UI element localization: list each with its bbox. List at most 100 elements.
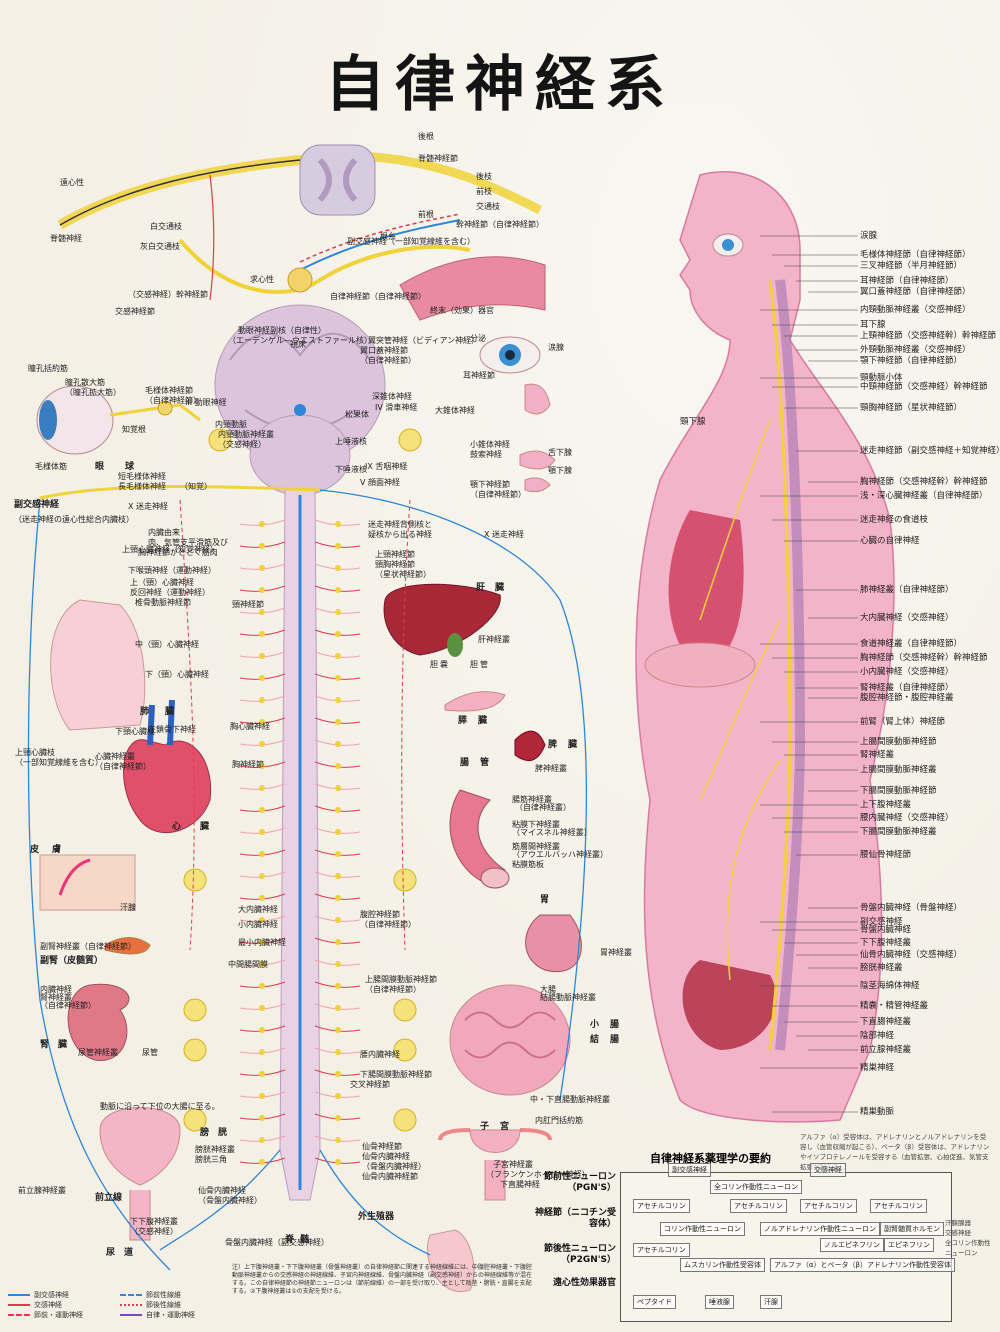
brain-region-label: IX 舌咽神経 — [365, 462, 407, 472]
summary-cell: 全コリン作動性ニューロン — [710, 1180, 802, 1194]
body-nerve-label: 上頸神経節（交感神経幹）幹神経節 — [860, 331, 996, 341]
brain-region-label: 迷走神経背側核と — [368, 520, 432, 530]
eye-region-label: 毛様体神経節 — [145, 386, 193, 396]
brain-region-label: 深錐体神経 — [372, 392, 412, 402]
eye-region-label: （知覚） — [180, 482, 212, 492]
sympathetic-ganglion — [259, 741, 265, 747]
eye-region-label: 球 — [125, 462, 134, 472]
eye-region-label: 短毛様体神経 — [118, 472, 166, 482]
center-nerve-label: （自律神経節） — [365, 985, 421, 995]
liver-illustration — [384, 584, 500, 657]
left-organ-label: （自律神経節） — [40, 1001, 96, 1011]
right-organ-label: 内肛門括約筋 — [535, 1116, 583, 1126]
summary-cell: アセチルコリン — [633, 1243, 690, 1257]
left-organ-label: 尿管 — [142, 1048, 158, 1058]
intestine-section-illustration — [450, 790, 509, 888]
sympathetic-ganglion — [335, 653, 341, 659]
sympathetic-ganglion — [335, 1005, 341, 1011]
left-organ-label: 仙骨内臓神経 — [198, 1186, 246, 1196]
center-nerve-label: 交叉神経節 — [350, 1080, 390, 1090]
center-nerve-label: 最小内臓神経 — [238, 938, 286, 948]
body-nerve-label: 耳下腺 — [860, 320, 886, 330]
sympathetic-ganglion — [259, 873, 265, 879]
top-section-label: 後根 — [418, 132, 434, 142]
body-nerve-label: 胸神経節（交感神経幹）幹神経節 — [860, 653, 988, 663]
sympathetic-ganglion — [335, 719, 341, 725]
right-organ-label: 頸胸神経節 — [375, 560, 415, 570]
sympathetic-ganglion — [335, 565, 341, 571]
right-organ-label: 胆 — [470, 660, 478, 670]
autonomic-plexus-ganglion — [394, 1109, 416, 1131]
top-section-label: 求心性 — [250, 275, 274, 285]
sympathetic-ganglion — [259, 1137, 265, 1143]
top-section-label: 幹神経節（自律神経節） — [456, 220, 544, 230]
right-organ-label: 胆 — [430, 660, 438, 670]
legend-label: 節後性線維 — [146, 1301, 181, 1309]
right-organ-label: 臓 — [478, 716, 487, 726]
sympathetic-ganglion — [335, 785, 341, 791]
sympathetic-ganglion — [335, 587, 341, 593]
body-nerve-label: 毛様体神経節（自律神経節） — [860, 250, 971, 260]
left-organ-label: 上頸心臓神経（知覚神経） — [122, 545, 218, 555]
right-organ-label: 結 — [590, 1035, 599, 1045]
body-nerve-label: 食道神経叢（自律神経節） — [860, 639, 962, 649]
body-nerve-label: 涙腺 — [860, 231, 877, 241]
body-nerve-label: 腹腔神経節・腹腔神経叢 — [860, 693, 954, 703]
right-organ-label: 胃神経叢 — [600, 948, 632, 958]
center-nerve-label: X 迷走神経 — [484, 530, 524, 540]
summary-cell: ノルエピネフリン — [820, 1238, 884, 1252]
legend-swatch — [8, 1304, 30, 1306]
left-organ-label: 皮 — [30, 845, 39, 855]
body-nerve-label: 浅・深心臓神経叢（自律神経節） — [860, 491, 988, 501]
body-nerve-label: 心臓の自律神経 — [860, 536, 920, 546]
brain-region-label: （自律神経節） — [470, 490, 526, 500]
body-nerve-label: 下腸間膜動脈神経節 — [860, 786, 937, 796]
body-nerve-label: 小内臓神経（交感神経） — [860, 667, 954, 677]
left-organ-label: 内臓由来 — [148, 528, 180, 538]
body-nerve-label: 陰部神経 — [860, 1031, 894, 1041]
sympathetic-ganglion — [335, 1159, 341, 1165]
summary-side-note: ニューロン — [945, 1248, 978, 1258]
summary-cell: コリン作動性ニューロン — [660, 1222, 745, 1236]
right-organ-label: 腹腔神経節 — [360, 910, 400, 920]
eye-region-label: 内頸動脈 — [215, 420, 247, 430]
eye-region-label: 眼 — [95, 462, 104, 472]
summary-side-note: 汗腺腺器 — [945, 1218, 971, 1228]
top-section-label: 動眼神経副核（自律性） — [238, 326, 326, 336]
body-nerve-label: 腰仙骨神経節 — [860, 850, 911, 860]
summary-cell: ペプタイド — [633, 1295, 676, 1309]
body-nerve-label: 外頸動脈神経叢（交感神経） — [860, 345, 971, 355]
brain-region-label: 視床 — [290, 340, 306, 350]
legend-label: 副交感神経 — [34, 1291, 69, 1299]
body-nerve-label: 下腸間膜動脈神経叢 — [860, 827, 937, 837]
center-nerve-label: 大内臓神経 — [238, 905, 278, 915]
left-organ-label: （骨盤内臓神経） — [198, 1196, 262, 1206]
body-nerve-label: 仙骨内臓神経（交感神経） — [860, 950, 962, 960]
brain-region-label: 鼓索神経 — [470, 450, 502, 460]
pancreas-illustration — [445, 692, 545, 761]
summary-row-label: 節前性ニューロン（PGN'S） — [532, 1172, 616, 1194]
left-organ-label: （迷走神経の遠心性総合内臓枝） — [14, 515, 134, 525]
body-nerve-label: 顎下神経節（自律神経節） — [860, 356, 962, 366]
sympathetic-ganglion — [259, 1027, 265, 1033]
body-nerve-label: 腰内臓神経（交感神経） — [860, 813, 954, 823]
stomach-illustration — [526, 915, 582, 972]
autonomic-plexus-ganglion — [184, 1039, 206, 1061]
sympathetic-ganglion — [259, 675, 265, 681]
right-organ-label: （自律神経節） — [360, 920, 416, 930]
sympathetic-ganglion — [259, 565, 265, 571]
brain-region-label: 舌下腺 — [548, 448, 572, 458]
top-section-label: 遠心性 — [60, 178, 84, 188]
body-nerve-label: 腎神経叢 — [860, 750, 894, 760]
top-section-label: 終末（効果）器官 — [430, 306, 494, 316]
brain-region-label: 涙腺 — [548, 343, 564, 353]
brain-region-label: 翼突管神経（ビディアン神経） — [368, 336, 479, 346]
legend-label: 自律・運動神経 — [146, 1311, 195, 1319]
center-nerve-label: 仙骨神経節 — [362, 1142, 402, 1152]
left-organ-label: 副交感神経 — [14, 500, 59, 510]
eye-region-label: （交感神経） — [218, 440, 266, 450]
left-organ-label: 汗腺 — [120, 903, 136, 913]
left-organ-label: 臓 — [58, 1040, 67, 1050]
right-organ-label: 中・下直腸動脈神経叢 — [530, 1095, 610, 1105]
brain-region-label: 翼口蓋神経節 — [360, 346, 408, 356]
